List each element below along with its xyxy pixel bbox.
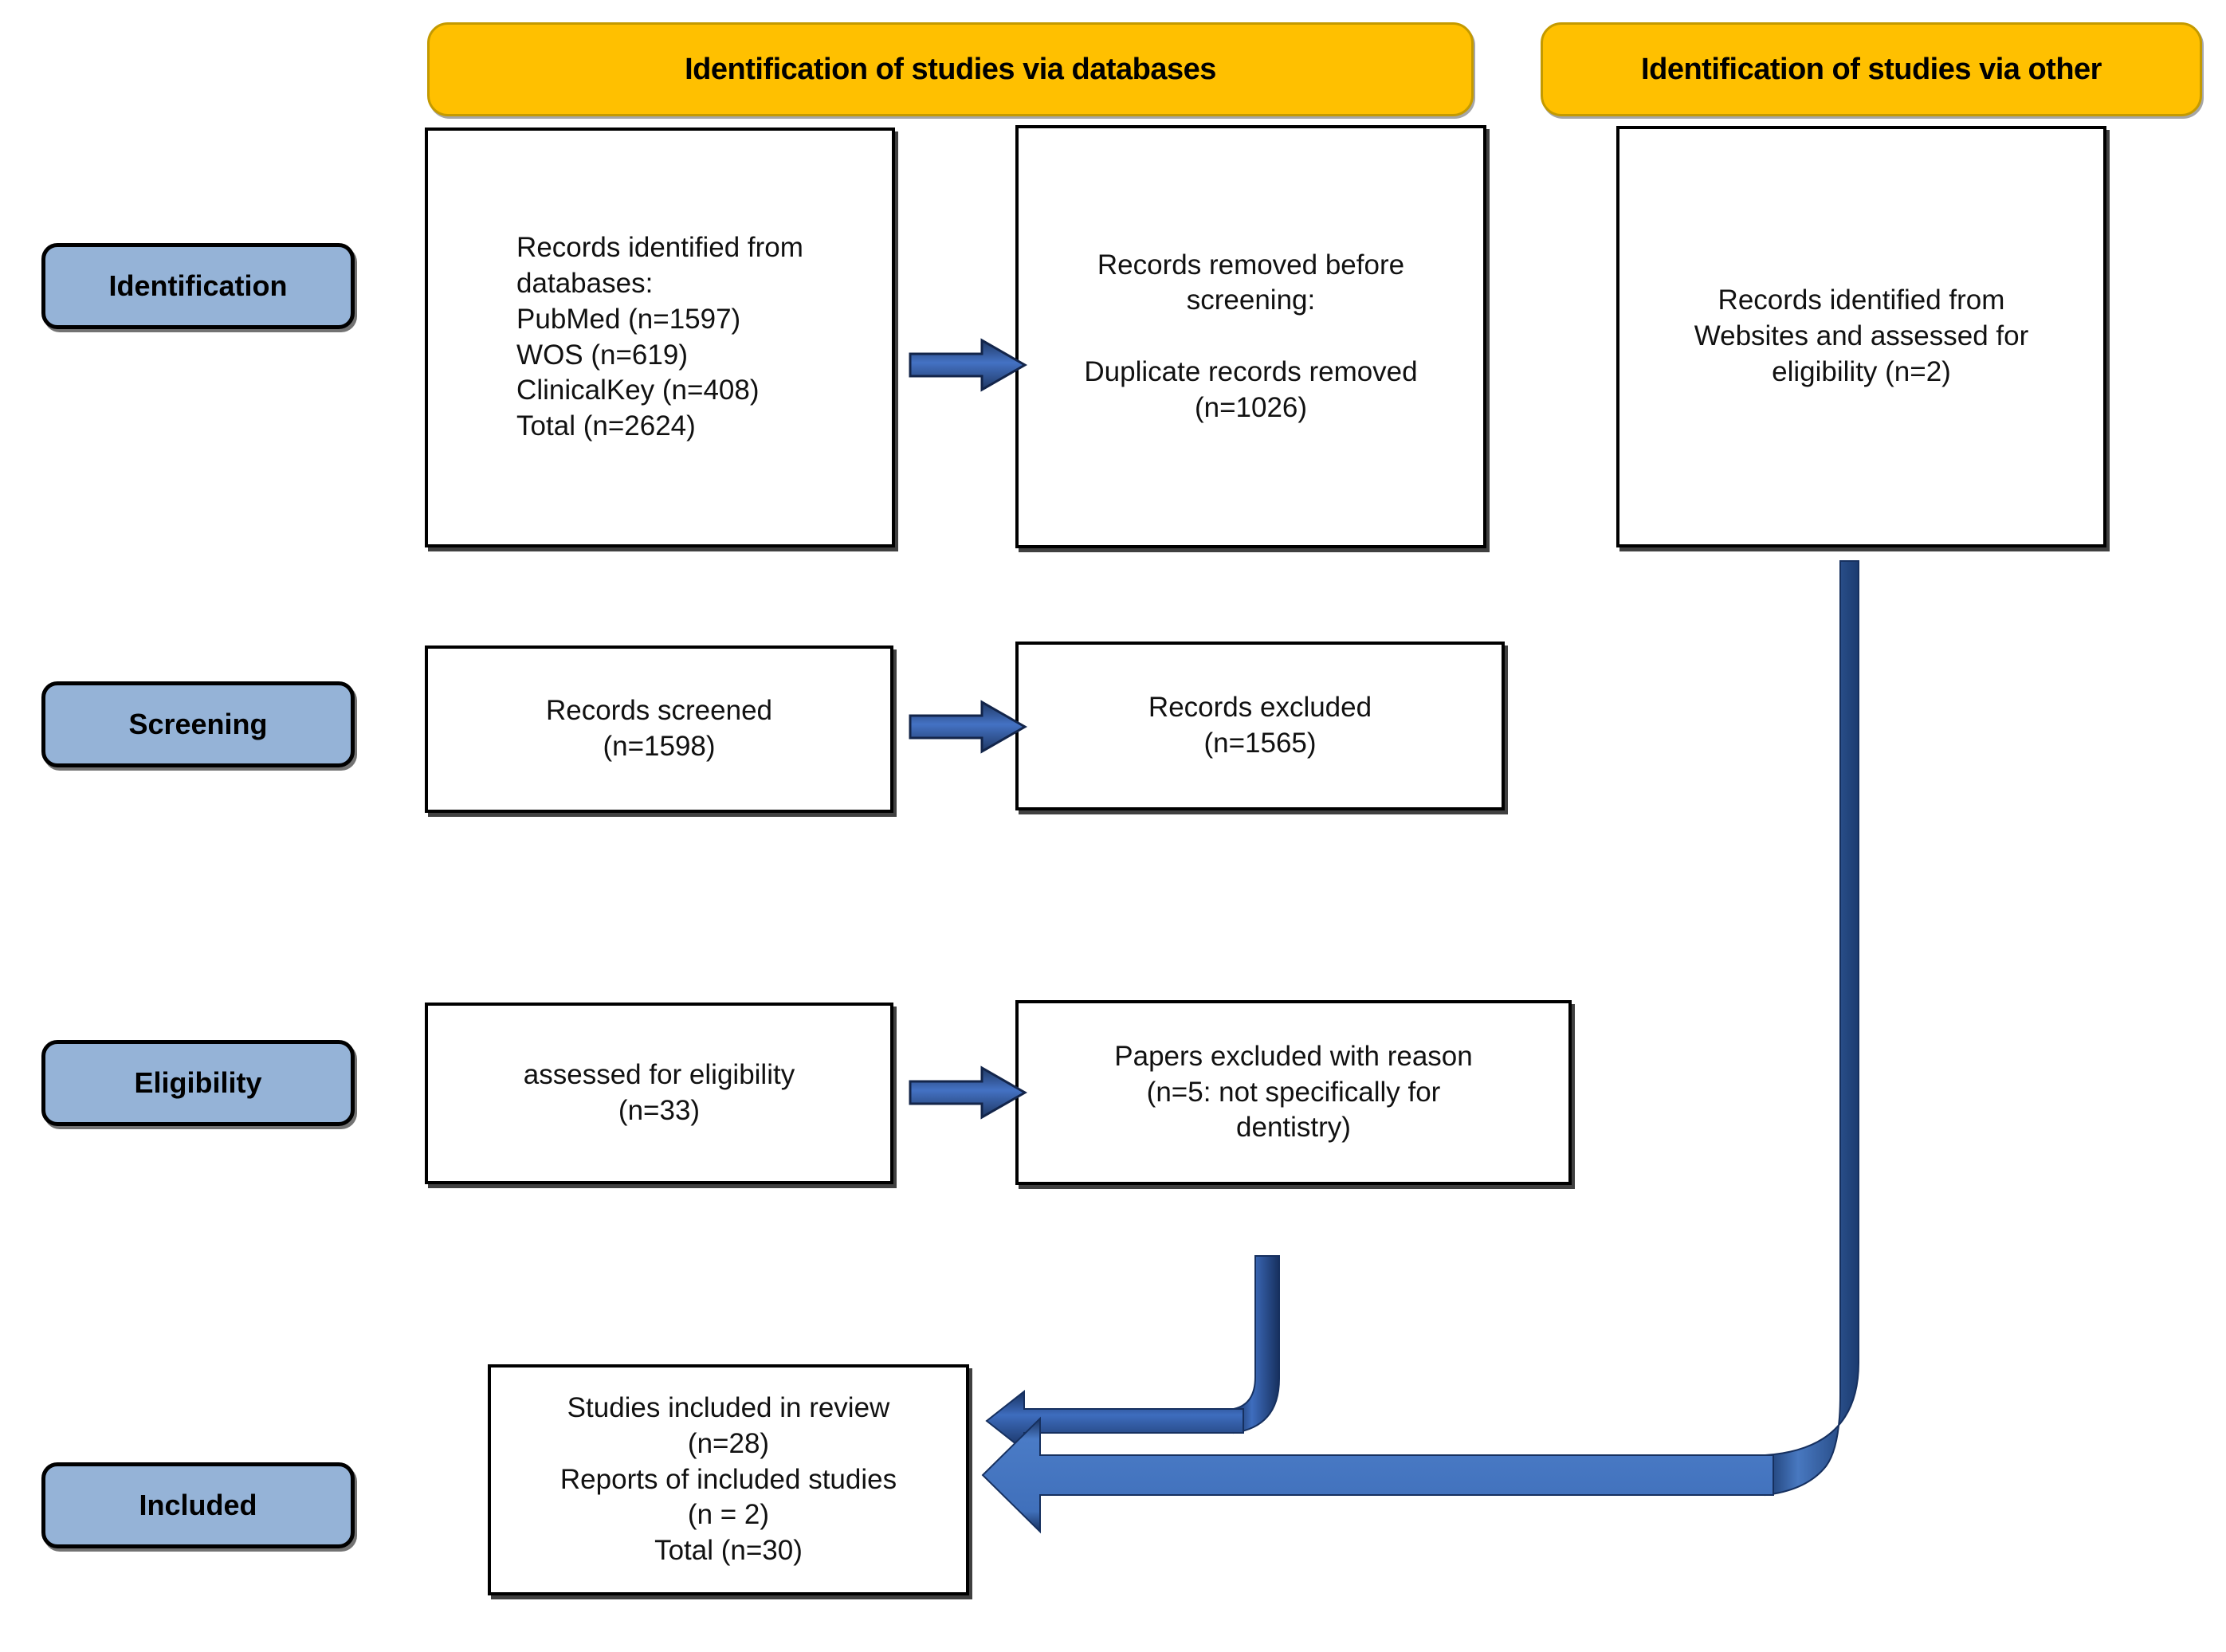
box-records-excluded: Records excluded (n=1565) <box>1015 642 1505 810</box>
banner-identification-databases: Identification of studies via databases <box>427 22 1474 116</box>
stage-pill-included: Included <box>41 1462 355 1548</box>
box-assessed-for-eligibility: assessed for eligibility (n=33) <box>425 1003 893 1184</box>
connector-eligibility-to-included <box>985 1255 1280 1453</box>
box-studies-included: Studies included in review (n=28) Report… <box>488 1364 969 1595</box>
box-text-papers-excluded: Papers excluded with reason (n=5: not sp… <box>1114 1040 1473 1144</box>
stage-pill-eligibility: Eligibility <box>41 1040 355 1126</box>
box-text-records-identified-websites: Records identified from Websites and ass… <box>1694 284 2029 387</box>
box-records-removed-before-screening: Records removed before screening: Duplic… <box>1015 125 1486 548</box>
box-text-records-screened: Records screened (n=1598) <box>545 695 773 762</box>
box-text-records-excluded: Records excluded (n=1565) <box>1148 692 1372 759</box>
banner-label-other: Identification of studies via other <box>1641 52 2102 86</box>
box-text-assessed-for-eligibility: assessed for eligibility (n=33) <box>523 1059 795 1126</box>
box-records-identified-websites: Records identified from Websites and ass… <box>1616 126 2106 547</box>
arrow-eligibility-to-papers-excluded <box>909 1065 1028 1120</box>
stage-label-screening: Screening <box>128 708 268 740</box>
box-text-records-removed: Records removed before screening: Duplic… <box>1084 249 1418 423</box>
stage-label-included: Included <box>139 1489 257 1521</box>
arrow-identification-to-removed <box>909 338 1028 392</box>
box-text-studies-included: Studies included in review (n=28) Report… <box>559 1392 897 1567</box>
stage-label-identification: Identification <box>108 269 288 302</box>
arrow-screened-to-excluded <box>909 700 1028 754</box>
stage-label-eligibility: Eligibility <box>134 1066 262 1099</box>
box-text-records-identified-databases: Records identified from databases: PubMe… <box>516 232 803 442</box>
box-records-screened: Records screened (n=1598) <box>425 645 893 813</box>
stage-pill-screening: Screening <box>41 681 355 767</box>
banner-label-databases: Identification of studies via databases <box>685 52 1216 86</box>
banner-identification-other: Identification of studies via other <box>1541 22 2202 116</box>
box-records-identified-databases: Records identified from databases: PubMe… <box>425 128 895 547</box>
box-papers-excluded-with-reason: Papers excluded with reason (n=5: not sp… <box>1015 1000 1572 1185</box>
stage-pill-identification: Identification <box>41 243 355 329</box>
